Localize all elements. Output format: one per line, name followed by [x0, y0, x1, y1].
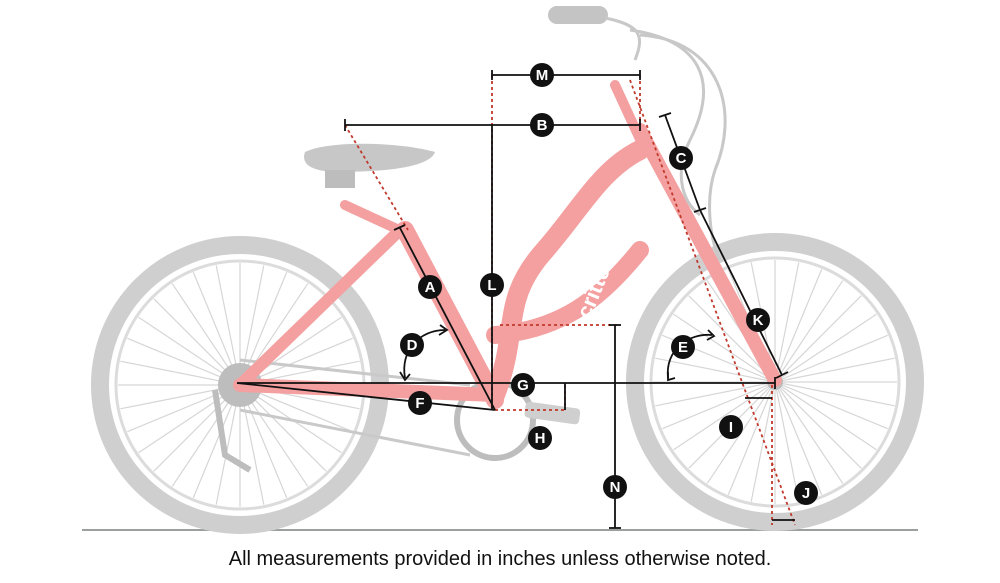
badge-a: A — [418, 275, 442, 299]
wheel-spoke — [662, 381, 776, 430]
badge-j: J — [794, 481, 818, 505]
angle-arcs — [399, 324, 716, 382]
bike-frame — [233, 80, 782, 409]
dim-line-a — [399, 227, 496, 411]
rear-wheel — [91, 236, 389, 534]
wheel-spoke — [774, 280, 844, 383]
measurement-caption: All measurements provided in inches unle… — [228, 548, 772, 570]
badge-m: M — [530, 63, 554, 87]
svg-text:B: B — [537, 117, 548, 134]
badge-c: C — [669, 146, 693, 170]
badge-i: I — [719, 415, 743, 439]
dim-line-k — [699, 209, 783, 376]
svg-text:K: K — [753, 312, 764, 329]
dim-line-f — [236, 382, 496, 411]
svg-text:H: H — [535, 430, 546, 447]
badge-k: K — [746, 308, 770, 332]
saddle — [304, 143, 435, 188]
badge-n: N — [603, 475, 627, 499]
dimension-badges: M B C A L K D E G F H I N J — [400, 63, 818, 505]
wheel-spoke — [774, 313, 877, 383]
badge-e: E — [671, 335, 695, 359]
svg-text:M: M — [536, 67, 549, 84]
wheel-spoke — [774, 269, 823, 383]
svg-text:E: E — [678, 339, 688, 356]
svg-text:J: J — [802, 485, 810, 502]
svg-text:F: F — [415, 395, 424, 412]
badge-h: H — [528, 426, 552, 450]
svg-text:A: A — [425, 279, 436, 296]
wheel-spoke — [774, 262, 800, 383]
svg-text:N: N — [610, 479, 621, 496]
wheel-spoke — [774, 381, 823, 495]
wheel-spoke — [774, 357, 895, 383]
wheel-spoke — [673, 313, 776, 383]
wheel-spoke — [727, 381, 776, 495]
wheel-spoke — [774, 381, 844, 484]
wheel-spoke — [774, 381, 895, 407]
wheel-spoke — [774, 381, 888, 430]
wheel-spoke — [774, 381, 877, 451]
badge-g: G — [511, 373, 535, 397]
dimension-lines — [236, 70, 795, 529]
wheel-spoke — [655, 381, 776, 407]
svg-text:C: C — [676, 150, 687, 167]
badge-l: L — [480, 273, 504, 297]
handlebar — [548, 6, 727, 261]
wheel-spoke — [774, 381, 862, 469]
svg-text:L: L — [487, 277, 496, 294]
wheel-spoke — [774, 295, 862, 383]
wheel-spoke — [655, 357, 776, 383]
svg-text:D: D — [407, 337, 418, 354]
wheel-spoke — [673, 381, 776, 451]
badge-d: D — [400, 333, 424, 357]
wheel-spoke — [774, 381, 800, 502]
svg-text:I: I — [729, 419, 733, 436]
badge-f: F — [408, 391, 432, 415]
wheel-spoke — [750, 381, 776, 502]
badge-b: B — [530, 113, 554, 137]
svg-text:G: G — [517, 377, 529, 394]
wheel-spoke — [774, 334, 888, 383]
